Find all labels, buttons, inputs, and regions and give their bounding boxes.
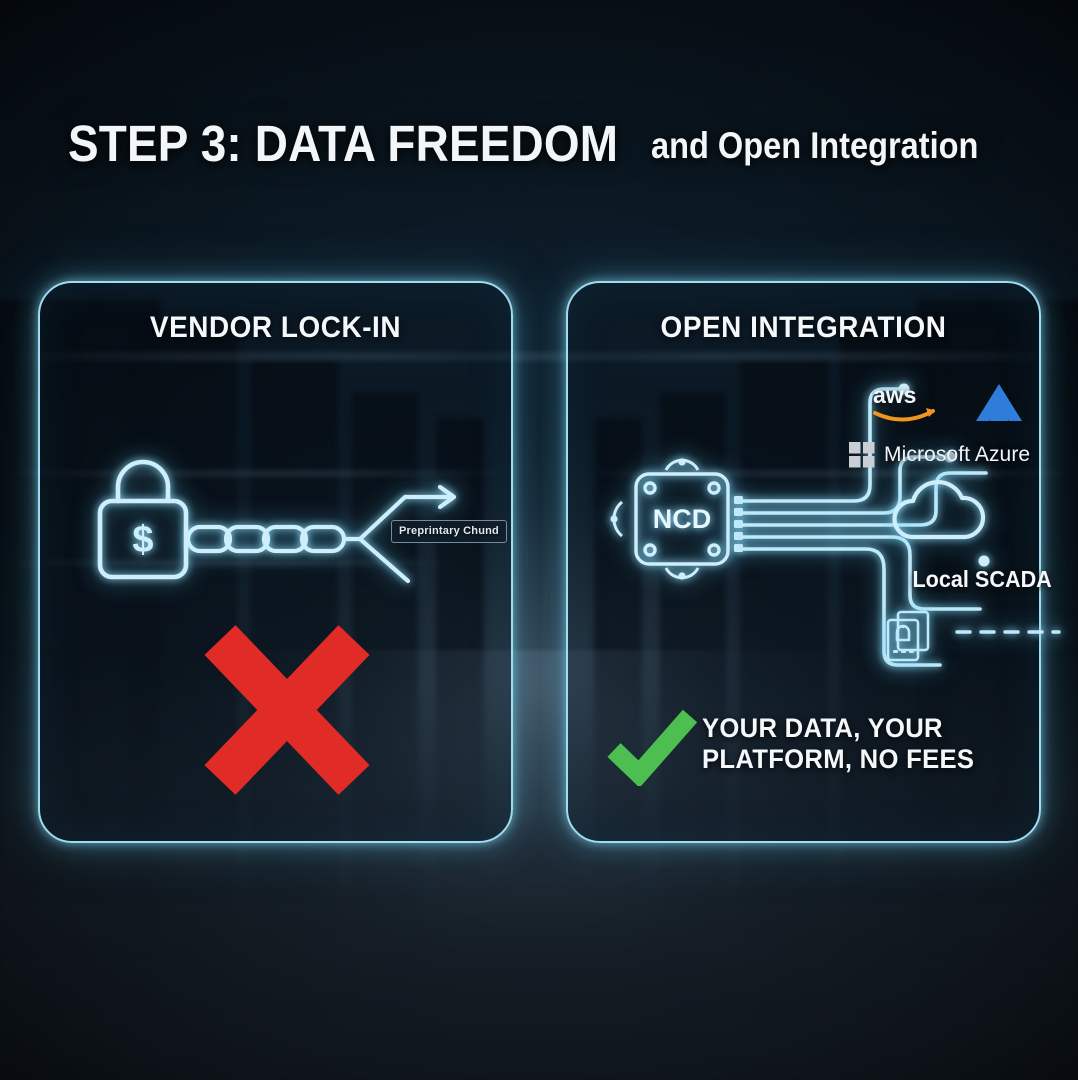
ncd-gateway-device[interactable]: NCD: [598, 448, 778, 588]
aws-wordmark-icon: aws: [873, 382, 935, 422]
title-light-text: and Open Integration: [651, 125, 979, 166]
vendor-lock-in-artwork: $: [97, 459, 457, 584]
red-x-mark: [204, 625, 370, 795]
dollar-symbol: $: [132, 519, 153, 561]
green-check-mark: [607, 709, 698, 786]
trace-node: [944, 451, 956, 463]
svg-text:aws: aws: [873, 382, 916, 408]
trace-node: [898, 383, 910, 395]
benefit-line-1: YOUR DATA, YOUR: [702, 713, 943, 743]
mount-dot: [678, 458, 686, 466]
azure-label: Microsoft Azure: [884, 443, 1031, 466]
panel-title-open-integration: OPEN INTEGRATION: [660, 311, 947, 344]
local-scada-label: Local SCADA: [912, 566, 1052, 592]
ncd-device-label: NCD: [653, 504, 712, 534]
mount-dot: [610, 515, 618, 523]
microsoft-azure-logo: Microsoft Azure: [849, 442, 1030, 468]
mount-dot: [678, 572, 686, 580]
title-strong-text: STEP 3: DATA FREEDOM: [68, 115, 619, 172]
google-cloud-triangle-icon: [976, 384, 1022, 421]
windows-squares-icon: [849, 442, 875, 468]
aws-logo: aws: [872, 380, 1025, 426]
proprietary-cloud-tag: Preprintary Chund: [391, 520, 507, 543]
panel-vendor-lock-in[interactable]: VENDOR LOCK-IN $: [38, 281, 513, 843]
trace-node: [978, 555, 990, 567]
dashed-connection-line: [955, 630, 1061, 634]
edge-devices-icon: [886, 610, 930, 662]
benefit-statement: YOUR DATA, YOUR PLATFORM, NO FEES: [702, 713, 974, 775]
panel-title-vendor-lock-in: VENDOR LOCK-IN: [149, 311, 402, 344]
panel-open-integration[interactable]: OPEN INTEGRATION NCD: [566, 281, 1061, 843]
cloud-icon: [892, 480, 986, 540]
benefit-line-2: PLATFORM, NO FEES: [702, 744, 975, 774]
local-scada-label-group: Local SCADA: [908, 566, 1056, 593]
page-title: STEP 3: DATA FREEDOM and Open Integration: [68, 114, 1023, 173]
